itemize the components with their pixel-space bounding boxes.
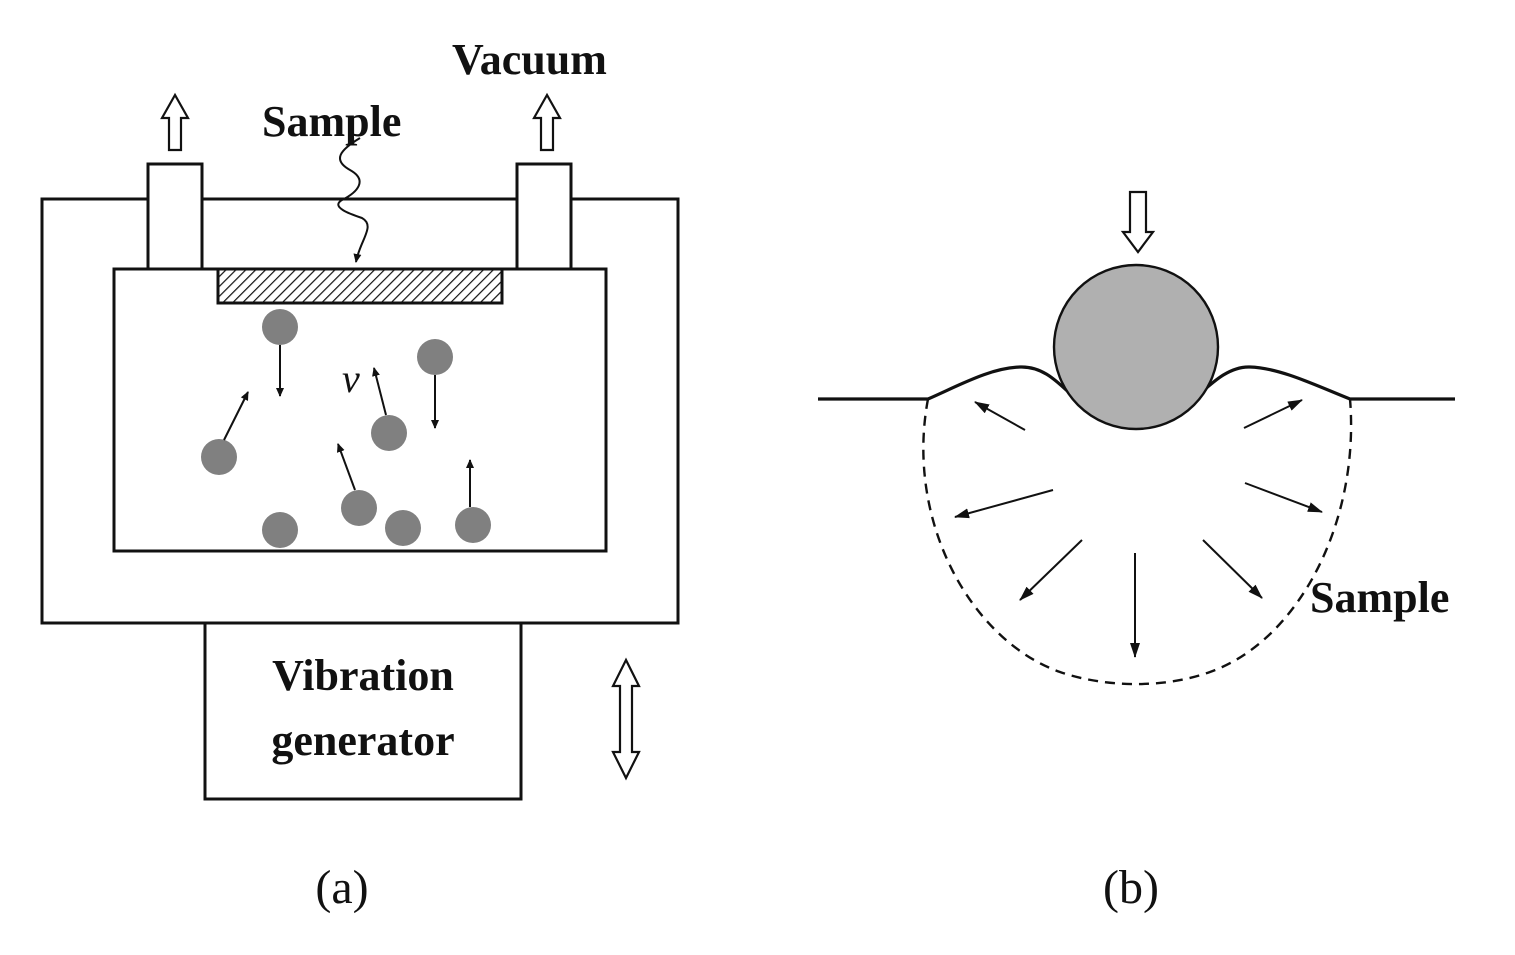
stress-arrow <box>974 401 1026 431</box>
stress-arrow <box>954 489 1054 519</box>
stress-arrow <box>1202 539 1263 599</box>
ball <box>371 415 407 451</box>
ball <box>385 510 421 546</box>
indenting-ball <box>1052 263 1220 431</box>
vibration-double-arrow-icon <box>611 657 641 781</box>
vacuum-port-left <box>146 162 204 271</box>
vacuum-outlet-arrow-icon <box>160 92 190 152</box>
vacuum-label: Vacuum <box>452 35 607 84</box>
ball <box>455 507 491 543</box>
velocity-arrow <box>372 367 387 416</box>
sample-label: Sample <box>262 97 401 146</box>
velocity-label: v <box>342 356 360 401</box>
ball <box>341 490 377 526</box>
vacuum-port-right <box>515 162 573 271</box>
generator-label-line2: generator <box>271 716 454 765</box>
outer-housing <box>40 197 680 625</box>
vibration-generator-box <box>203 621 523 801</box>
ball <box>201 439 237 475</box>
caption-b: (b) <box>1103 861 1159 914</box>
balls <box>201 309 491 548</box>
stress-arrows <box>954 399 1323 658</box>
generator-label-line1: Vibration <box>272 651 454 700</box>
velocity-arrows <box>223 345 474 507</box>
stress-arrow <box>1243 399 1303 429</box>
velocity-arrow <box>337 443 356 491</box>
sample-label-b: Sample <box>1310 573 1449 622</box>
sample-plate <box>216 267 504 305</box>
caption-a: (a) <box>315 861 368 914</box>
load-arrow-icon <box>1120 190 1156 254</box>
panel-b: Sample (b) <box>818 190 1455 914</box>
stress-arrow <box>1244 482 1323 513</box>
stress-arrow <box>1019 539 1083 601</box>
ball <box>262 512 298 548</box>
panel-a: Vacuum Sample v Vibration generator <box>40 35 680 914</box>
velocity-arrow <box>223 391 249 441</box>
vacuum-outlet-arrow-icon <box>532 92 562 152</box>
ball <box>262 309 298 345</box>
plastic-zone-boundary <box>922 398 1353 686</box>
sample-leader-line <box>337 137 369 263</box>
ball <box>417 339 453 375</box>
